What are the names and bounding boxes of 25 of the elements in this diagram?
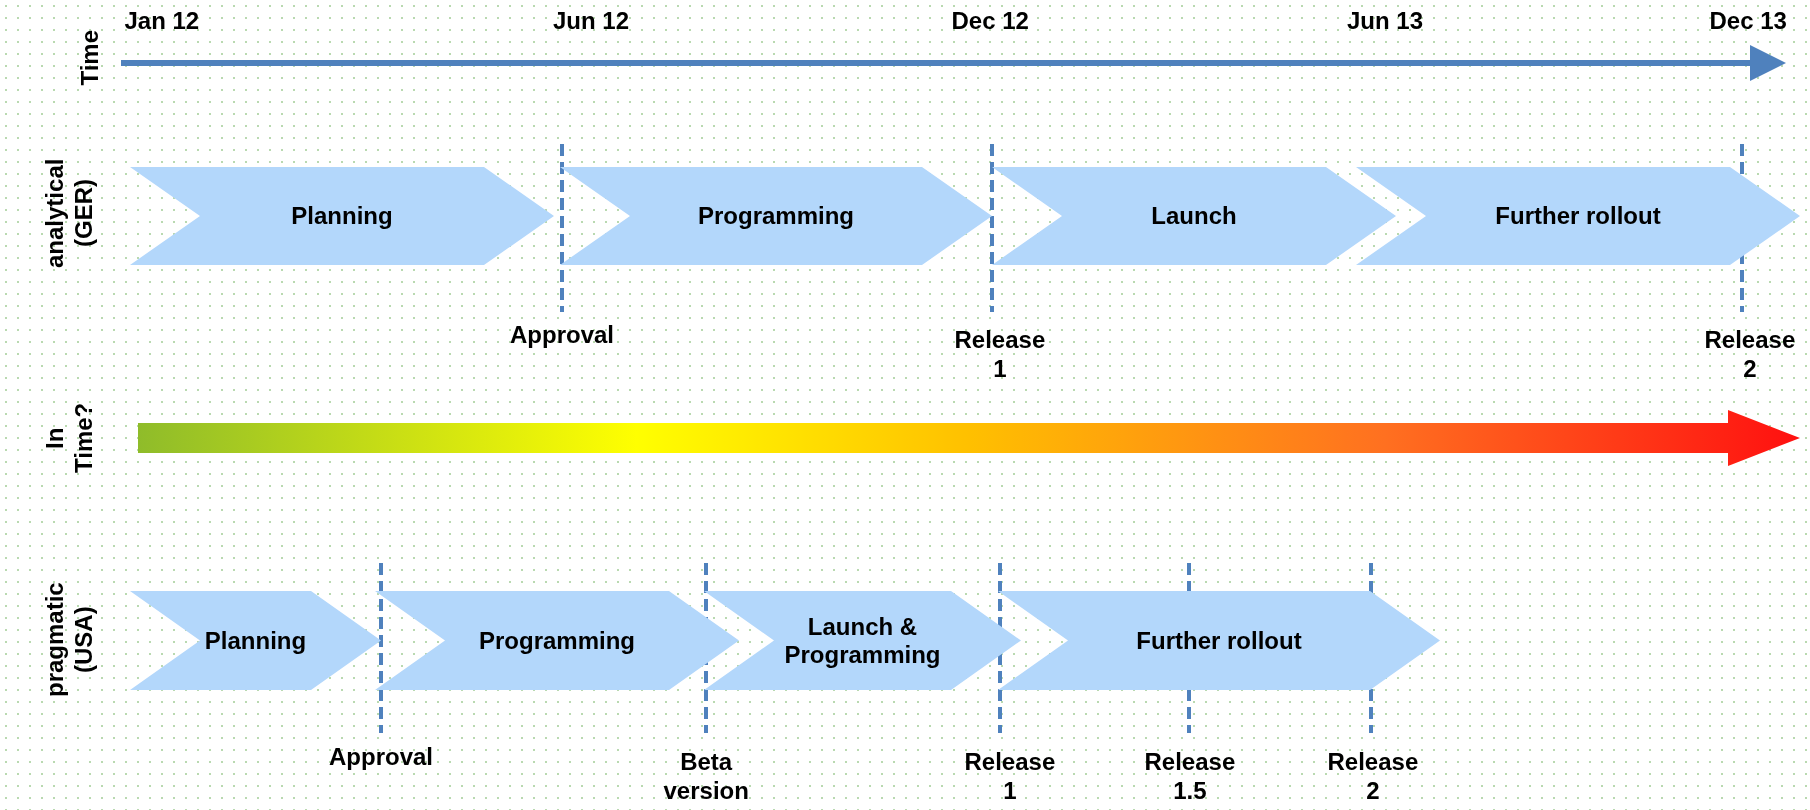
axis-title: Time <box>75 30 104 86</box>
milestone-label: Release 2 <box>1327 748 1419 806</box>
milestone-label: Approval <box>510 320 614 350</box>
date-label: Jun 12 <box>553 6 630 36</box>
date-label: Jan 12 <box>124 6 200 36</box>
milestone-label: Beta version <box>663 748 749 806</box>
phase-label: Launch <box>1150 202 1238 230</box>
phase-label: Planning <box>203 626 308 655</box>
date-label: Jun 13 <box>1347 6 1424 36</box>
phase-label: Further rollout <box>1494 202 1662 230</box>
date-label: Dec 13 <box>1709 6 1787 36</box>
phase-label: Further rollout <box>1135 626 1303 655</box>
phase-label: Programming <box>478 626 636 655</box>
phase-label: Programming <box>697 202 855 230</box>
row-title: pragmatic (USA) <box>41 581 98 700</box>
phase-label: Launch & Programming <box>783 613 942 669</box>
milestone-label: Approval <box>329 742 433 772</box>
milestone-label: Release 1.5 <box>1144 748 1236 806</box>
date-label: Dec 12 <box>951 6 1029 36</box>
row-title: analytical (GER) <box>41 157 98 270</box>
row-title: In Time? <box>41 401 98 476</box>
milestone-label: Release 2 <box>1704 326 1796 384</box>
phase-label: Planning <box>290 202 394 230</box>
milestone-label: Release 1 <box>964 748 1056 806</box>
milestone-label: Release 1 <box>954 326 1046 384</box>
